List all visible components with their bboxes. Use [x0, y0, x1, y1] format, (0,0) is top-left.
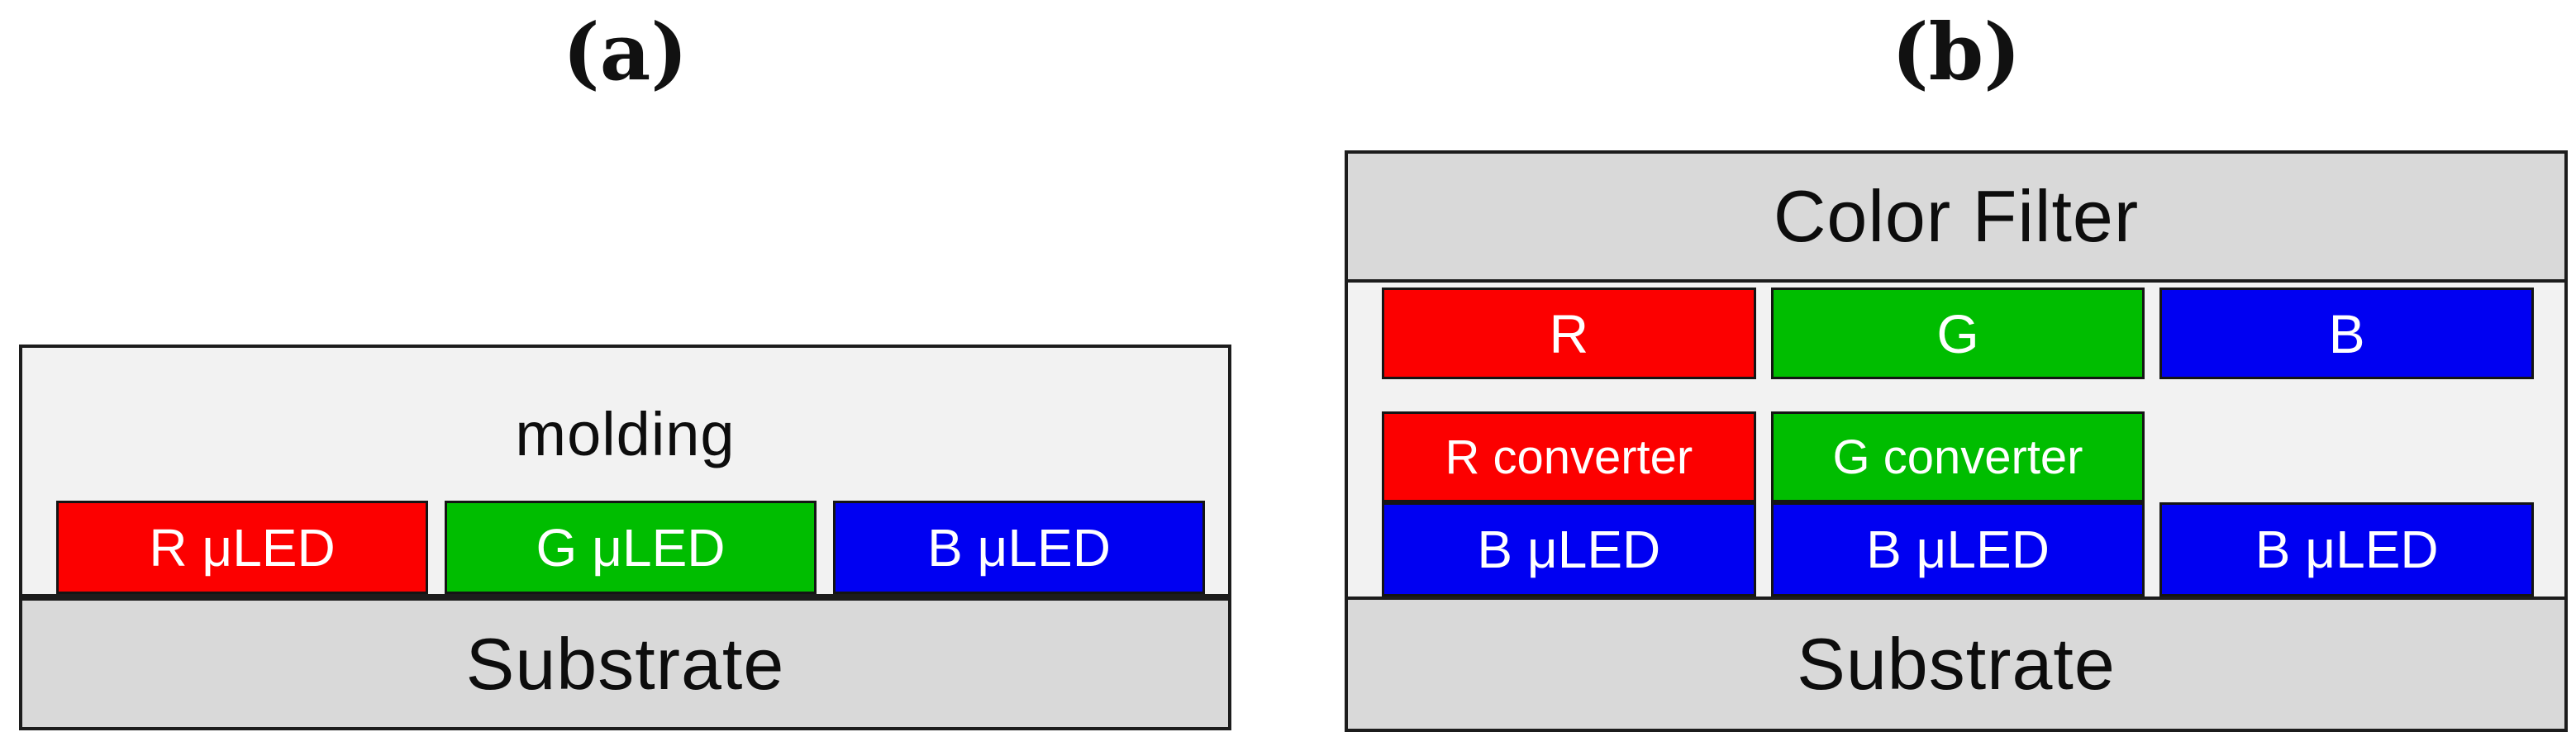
panel-a-diagram: molding R μLED G μLED B μLED Substrate	[19, 345, 1231, 730]
blue-filter-box: B	[2159, 288, 2535, 379]
r-converter-box: R converter	[1382, 411, 1756, 502]
b-uled-box: B μLED	[2159, 502, 2535, 597]
led-row: R μLED G μLED B μLED	[56, 501, 1205, 594]
g-converter-box: G converter	[1770, 411, 2145, 502]
b-uled-box: B μLED	[1382, 502, 1756, 597]
green-pixel-column: G converter B μLED	[1770, 411, 2145, 597]
red-filter-box: R	[1382, 288, 1756, 379]
green-filter-box: G	[1770, 288, 2145, 379]
red-pixel-column: R converter B μLED	[1382, 411, 1756, 597]
color-filter-bar: Color Filter	[1348, 154, 2564, 283]
middle-zone: R G B R converter B μLED G converter B μ…	[1348, 283, 2564, 597]
converter-led-row: R converter B μLED G converter B μLED B …	[1382, 411, 2535, 597]
molding-box: molding R μLED G μLED B μLED	[19, 345, 1231, 597]
panel-b-caption: (b)	[1891, 7, 2021, 98]
substrate-bar: Substrate	[19, 597, 1231, 730]
blue-pixel-column: B μLED	[2159, 502, 2535, 597]
b-uled-box: B μLED	[833, 501, 1205, 594]
substrate-bar: Substrate	[1348, 597, 2564, 729]
panel-b-diagram: Color Filter R G B R converter B μLED G …	[1345, 150, 2568, 732]
b-uled-box: B μLED	[1770, 502, 2145, 597]
r-uled-box: R μLED	[56, 501, 428, 594]
g-uled-box: G μLED	[445, 501, 817, 594]
molding-label: molding	[515, 400, 736, 468]
panel-a-caption: (a)	[562, 7, 688, 98]
filter-row: R G B	[1382, 288, 2535, 379]
